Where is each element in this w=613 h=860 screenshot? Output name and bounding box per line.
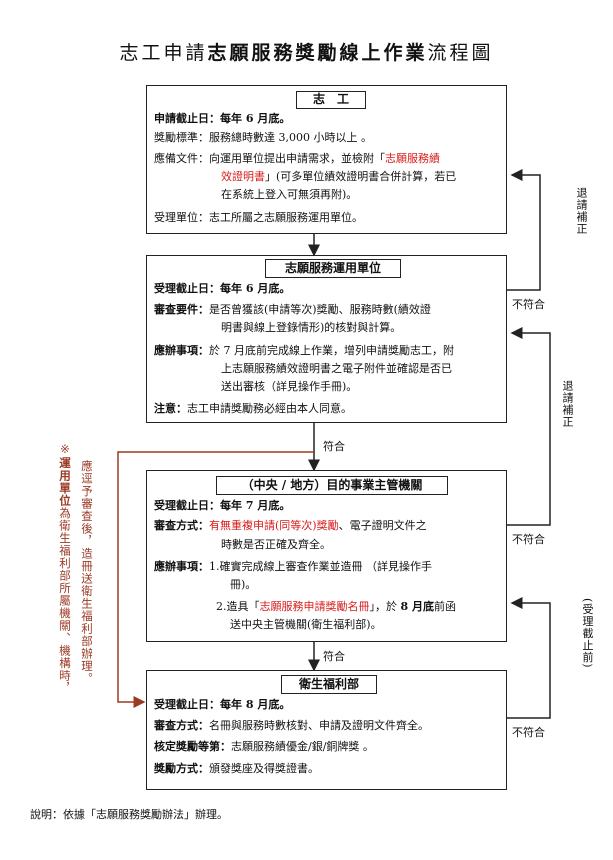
- feedback-box3-box2: [507, 327, 551, 526]
- box3-tasks-line4: 送中央主管機關(衛生福利部)。: [230, 618, 382, 631]
- side-note-col2: 應逕予審查後，造冊送衛生福利部辦理。: [80, 460, 94, 685]
- box-operating-unit-header: 志願服務運用單位: [265, 259, 401, 278]
- box3-tasks: 應辦事項：1.確實完成線上審查作業並造冊 （詳見操作手: [154, 560, 432, 573]
- feedback-box4-box3: [507, 597, 551, 719]
- return-fix-label-1: 退請補正: [575, 187, 588, 235]
- box3-deadline: 受理截止日：每年 7 月底。: [154, 499, 291, 512]
- return-deadline-label: (受理截止前): [581, 598, 594, 669]
- box4-deadline: 受理截止日：每年 8 月底。: [154, 698, 291, 711]
- box-competent-authority-header: （中央 / 地方）目的事業主管機關: [216, 476, 448, 495]
- box2-tasks-line3: 送出審核（詳見操作手冊)。: [221, 380, 358, 393]
- box2-review: 審查要件：是否曾獲該(申請等次)獎勵、服務時數(績效證: [154, 303, 431, 316]
- reject-label-3: 不符合: [512, 726, 545, 739]
- page-title: 志工申請志願服務獎勵線上作業流程圖: [119, 42, 494, 64]
- side-arrow-brown: [117, 451, 314, 708]
- box3-method-line2: 時數是否正確及齊全。: [221, 538, 331, 551]
- return-fix-label-2: 退請補正: [561, 380, 574, 428]
- box1-docs-line3: 在系統上登入可無須再附)。: [221, 188, 358, 201]
- reject-label-1: 不符合: [512, 298, 545, 311]
- box2-note: 注意：志工申請獎勵務必經由本人同意。: [154, 402, 352, 415]
- box1-unit: 受理單位：志工所屬之志願服務運用單位。: [154, 211, 363, 224]
- pass-label-1: 符合: [323, 440, 345, 453]
- box-volunteer: [146, 85, 507, 234]
- box3-tasks-line2: 冊)。: [230, 578, 257, 591]
- box2-deadline: 受理截止日：每年 6 月底。: [154, 282, 291, 295]
- box2-review-line2: 明書與線上登錄情形)的核對與計算。: [221, 321, 402, 334]
- box1-deadline: 申請截止日：每年 6 月底。: [154, 112, 291, 125]
- feedback-box2-box1: [507, 169, 541, 291]
- box4-grade: 核定獎勵等第：志願服務績優金/銀/銅牌獎 。: [154, 740, 374, 753]
- box1-docs-line2: 效證明書」(可多單位績效證明書合併計算，若已: [221, 170, 457, 183]
- pass-label-2: 符合: [323, 650, 345, 663]
- box2-tasks-line2: 上志願服務績效證明書之電子附件並確認是否已: [221, 362, 452, 375]
- box-competent-authority: [146, 470, 507, 642]
- reject-label-2: 不符合: [512, 533, 545, 546]
- box2-tasks: 應辦事項：於 7 月底前完成線上作業，增列申請獎勵志工，附: [154, 344, 454, 357]
- box-mohw-header: 衛生福利部: [281, 675, 377, 694]
- box4-award: 獎勵方式：頒發獎座及得獎證書。: [154, 762, 319, 775]
- side-note-col1: ※運用單位為衛生福利部所屬機關、機構時，: [58, 442, 72, 695]
- box4-method: 審查方式：名冊與服務時數核對、申請及證明文件齊全。: [154, 719, 429, 732]
- box-operating-unit: [146, 255, 507, 423]
- box-volunteer-header: 志 工: [296, 91, 366, 109]
- box3-tasks-line3: 2.造具「志願服務申請獎勵名冊」，於 8 月底前函: [216, 600, 456, 613]
- box1-standard: 獎勵標準：服務總時數達 3,000 小時以上 。: [154, 131, 372, 144]
- box3-method: 審查方式：有無重複申請(同等次)獎勵、電子證明文件之: [154, 519, 427, 532]
- box1-docs: 應備文件：向運用單位提出申請需求，並檢附「志願服務績: [154, 152, 440, 165]
- footnote: 說明：依據「志願服務獎勵辦法」辦理。: [30, 808, 228, 821]
